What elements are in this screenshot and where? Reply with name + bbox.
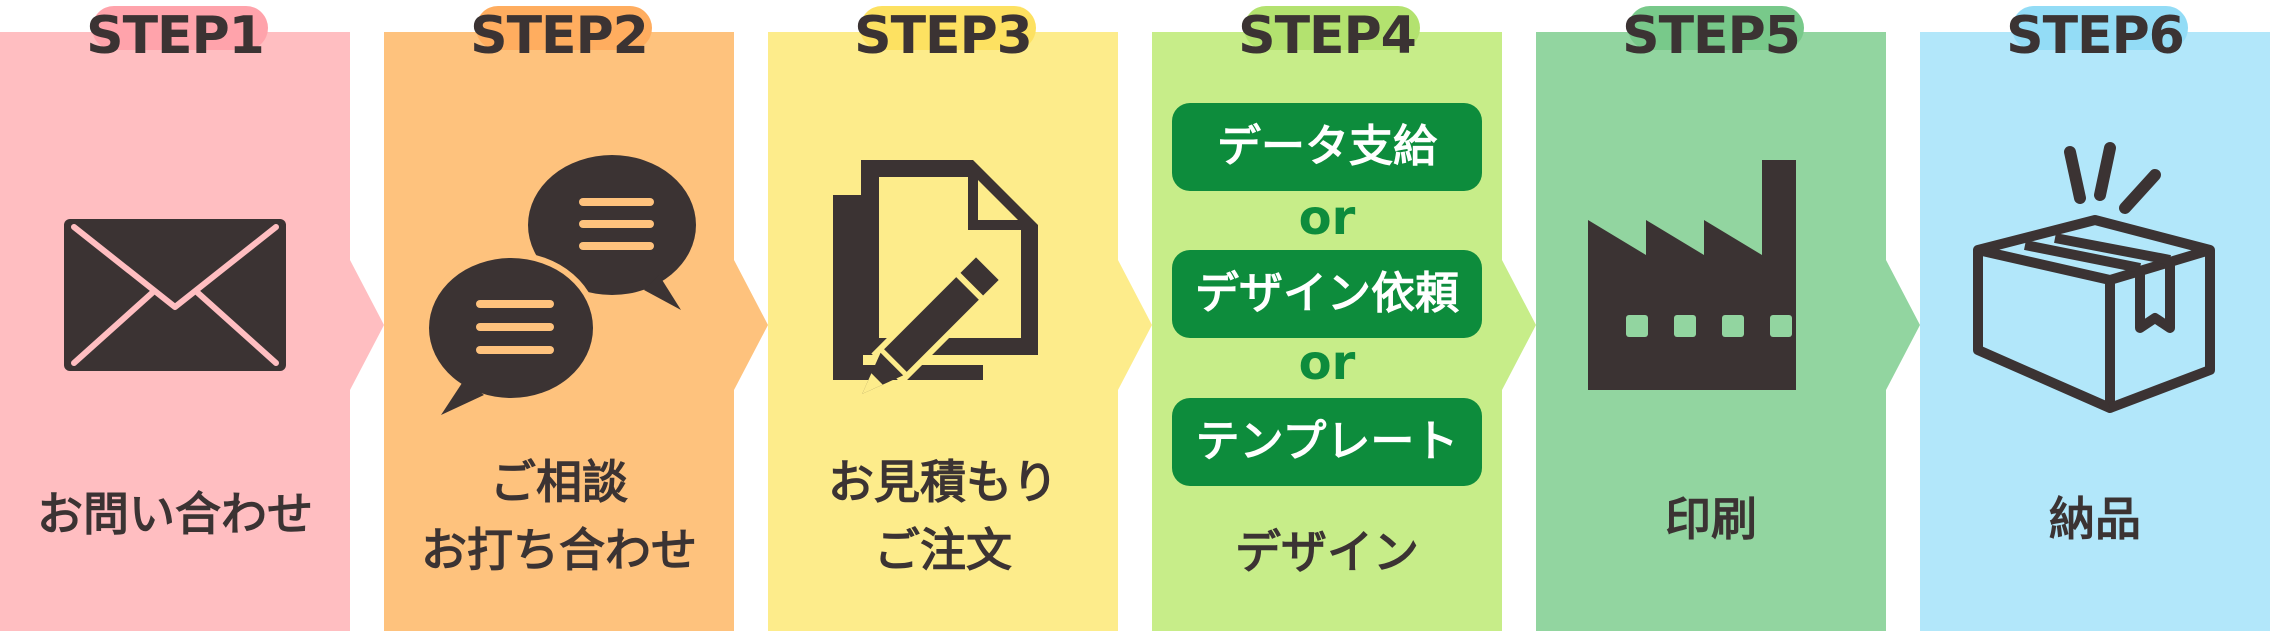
step-3-tab: [860, 6, 1036, 50]
template-option: テンプレート: [1172, 398, 1482, 486]
factory-icon: [1588, 160, 1796, 390]
step-1-text: お問い合わせ: [0, 480, 350, 548]
step-1-text-line-1: お問い合わせ: [37, 487, 313, 541]
document-pencil-icon: [833, 160, 1038, 394]
step-4-tab: [1244, 6, 1420, 50]
step-6-text: 納品: [1920, 485, 2270, 553]
step-5-panel: STEP5 印刷: [1536, 0, 1920, 631]
step-2-label: STEP2: [470, 6, 649, 66]
step-3-panel: STEP3 お見積もり ご注文: [768, 0, 1152, 631]
step-2-text-line-2: お打ち合わせ: [421, 523, 697, 577]
step-2-text: ご相談 お打ち合わせ: [384, 448, 734, 584]
step-1-tab: [92, 6, 268, 50]
step-1-panel: STEP1 お問い合わせ: [0, 0, 384, 631]
envelope-icon: [64, 219, 286, 371]
step-5-text-line-1: 印刷: [1665, 492, 1757, 546]
step-4-panel: STEP4 データ支給 or デザイン依頼 or テンプレート デザイン: [1152, 0, 1536, 631]
data-supply-option: データ支給: [1172, 103, 1482, 191]
step-3-text-line-2: ご注文: [874, 523, 1012, 577]
package-box-icon: [1973, 142, 2215, 413]
speech-bubbles-icon: [423, 155, 696, 415]
step-5-tab: [1628, 6, 1804, 50]
step-6-text-line-1: 納品: [2049, 492, 2141, 546]
step-4-text: デザイン: [1152, 518, 1502, 586]
step-2-panel: STEP2 ご相談 お打ち合わせ: [384, 0, 768, 631]
step-6-tab: [2012, 6, 2188, 50]
step-2-tab: [476, 6, 652, 50]
step-6-background: [1920, 6, 2270, 631]
step-5-text: 印刷: [1536, 485, 1886, 553]
step-3-text: お見積もり ご注文: [768, 448, 1118, 584]
step-3-label: STEP3: [854, 6, 1033, 66]
or-separator-2: or: [1298, 335, 1356, 391]
step-4-text-line-1: デザイン: [1235, 525, 1419, 579]
step-5-label: STEP5: [1622, 6, 1801, 66]
step-3-text-line-1: お見積もり: [828, 455, 1058, 509]
step-2-text-line-1: ご相談: [490, 455, 628, 509]
step-4-label: STEP4: [1238, 6, 1417, 66]
step-1-label: STEP1: [86, 6, 265, 66]
design-request-option: デザイン依頼: [1172, 250, 1482, 338]
step-6-label: STEP6: [2006, 6, 2185, 66]
or-separator-1: or: [1298, 190, 1356, 246]
step-6-panel: STEP6 納品: [1920, 0, 2270, 631]
